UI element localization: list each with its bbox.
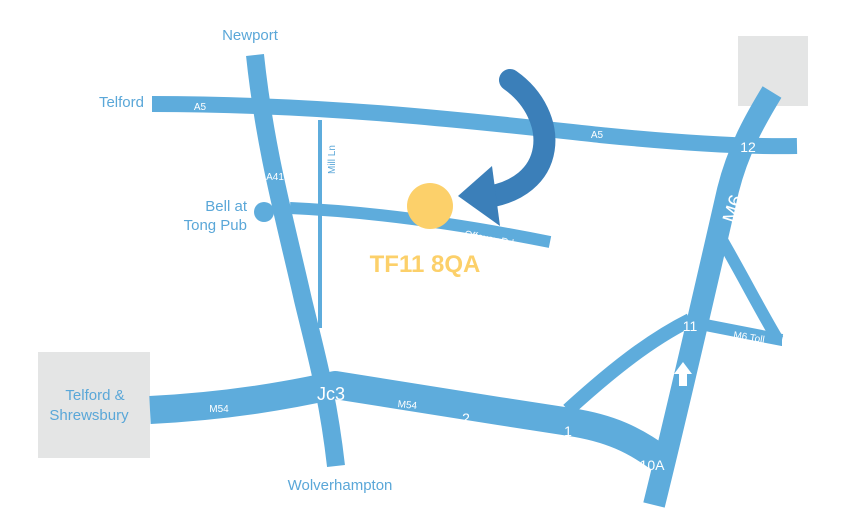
direction-arrow-icon xyxy=(674,362,692,386)
place-telford: Telford xyxy=(99,94,144,111)
label-m6-toll: M6 Toll xyxy=(733,330,766,346)
destination-postcode: TF11 8QA xyxy=(370,251,481,278)
location-dot-icon xyxy=(407,183,453,229)
junction-2: 2 xyxy=(462,410,470,426)
label-a5-west: A5 xyxy=(194,102,207,113)
label-m54-west: M54 xyxy=(209,404,229,415)
place-telford-shrewsbury-line1: Telford & xyxy=(65,387,124,404)
road-m54 xyxy=(149,371,671,472)
bell-pub-dot xyxy=(254,202,274,222)
road-m6-toll-spur xyxy=(688,316,784,346)
road-a5 xyxy=(151,96,798,155)
junction-12: 12 xyxy=(740,139,756,155)
junction-10a: 10A xyxy=(640,457,666,473)
telford-shrewsbury-box xyxy=(38,352,150,458)
place-telford-shrewsbury-line2: Shrewsbury xyxy=(49,407,129,424)
road-link-1-11 xyxy=(563,313,694,416)
place-newport: Newport xyxy=(222,27,279,44)
place-bell-pub-line1: Bell at xyxy=(205,198,248,215)
junction-1: 1 xyxy=(564,423,572,439)
label-mill-ln: Mill Ln xyxy=(327,145,338,174)
road-m6-toll-branch xyxy=(716,237,784,344)
label-a41: A41 xyxy=(266,172,284,183)
place-bell-pub-line2: Tong Pub xyxy=(184,217,247,234)
curved-arrow-icon xyxy=(458,69,556,226)
label-a5-east: A5 xyxy=(591,130,604,141)
place-wolverhampton: Wolverhampton xyxy=(288,477,393,494)
junction-11: 11 xyxy=(683,318,698,334)
junction-jc3: Jc3 xyxy=(317,384,345,404)
label-m54-east: M54 xyxy=(397,399,418,412)
road-m6 xyxy=(643,86,782,508)
road-a41 xyxy=(246,54,345,468)
